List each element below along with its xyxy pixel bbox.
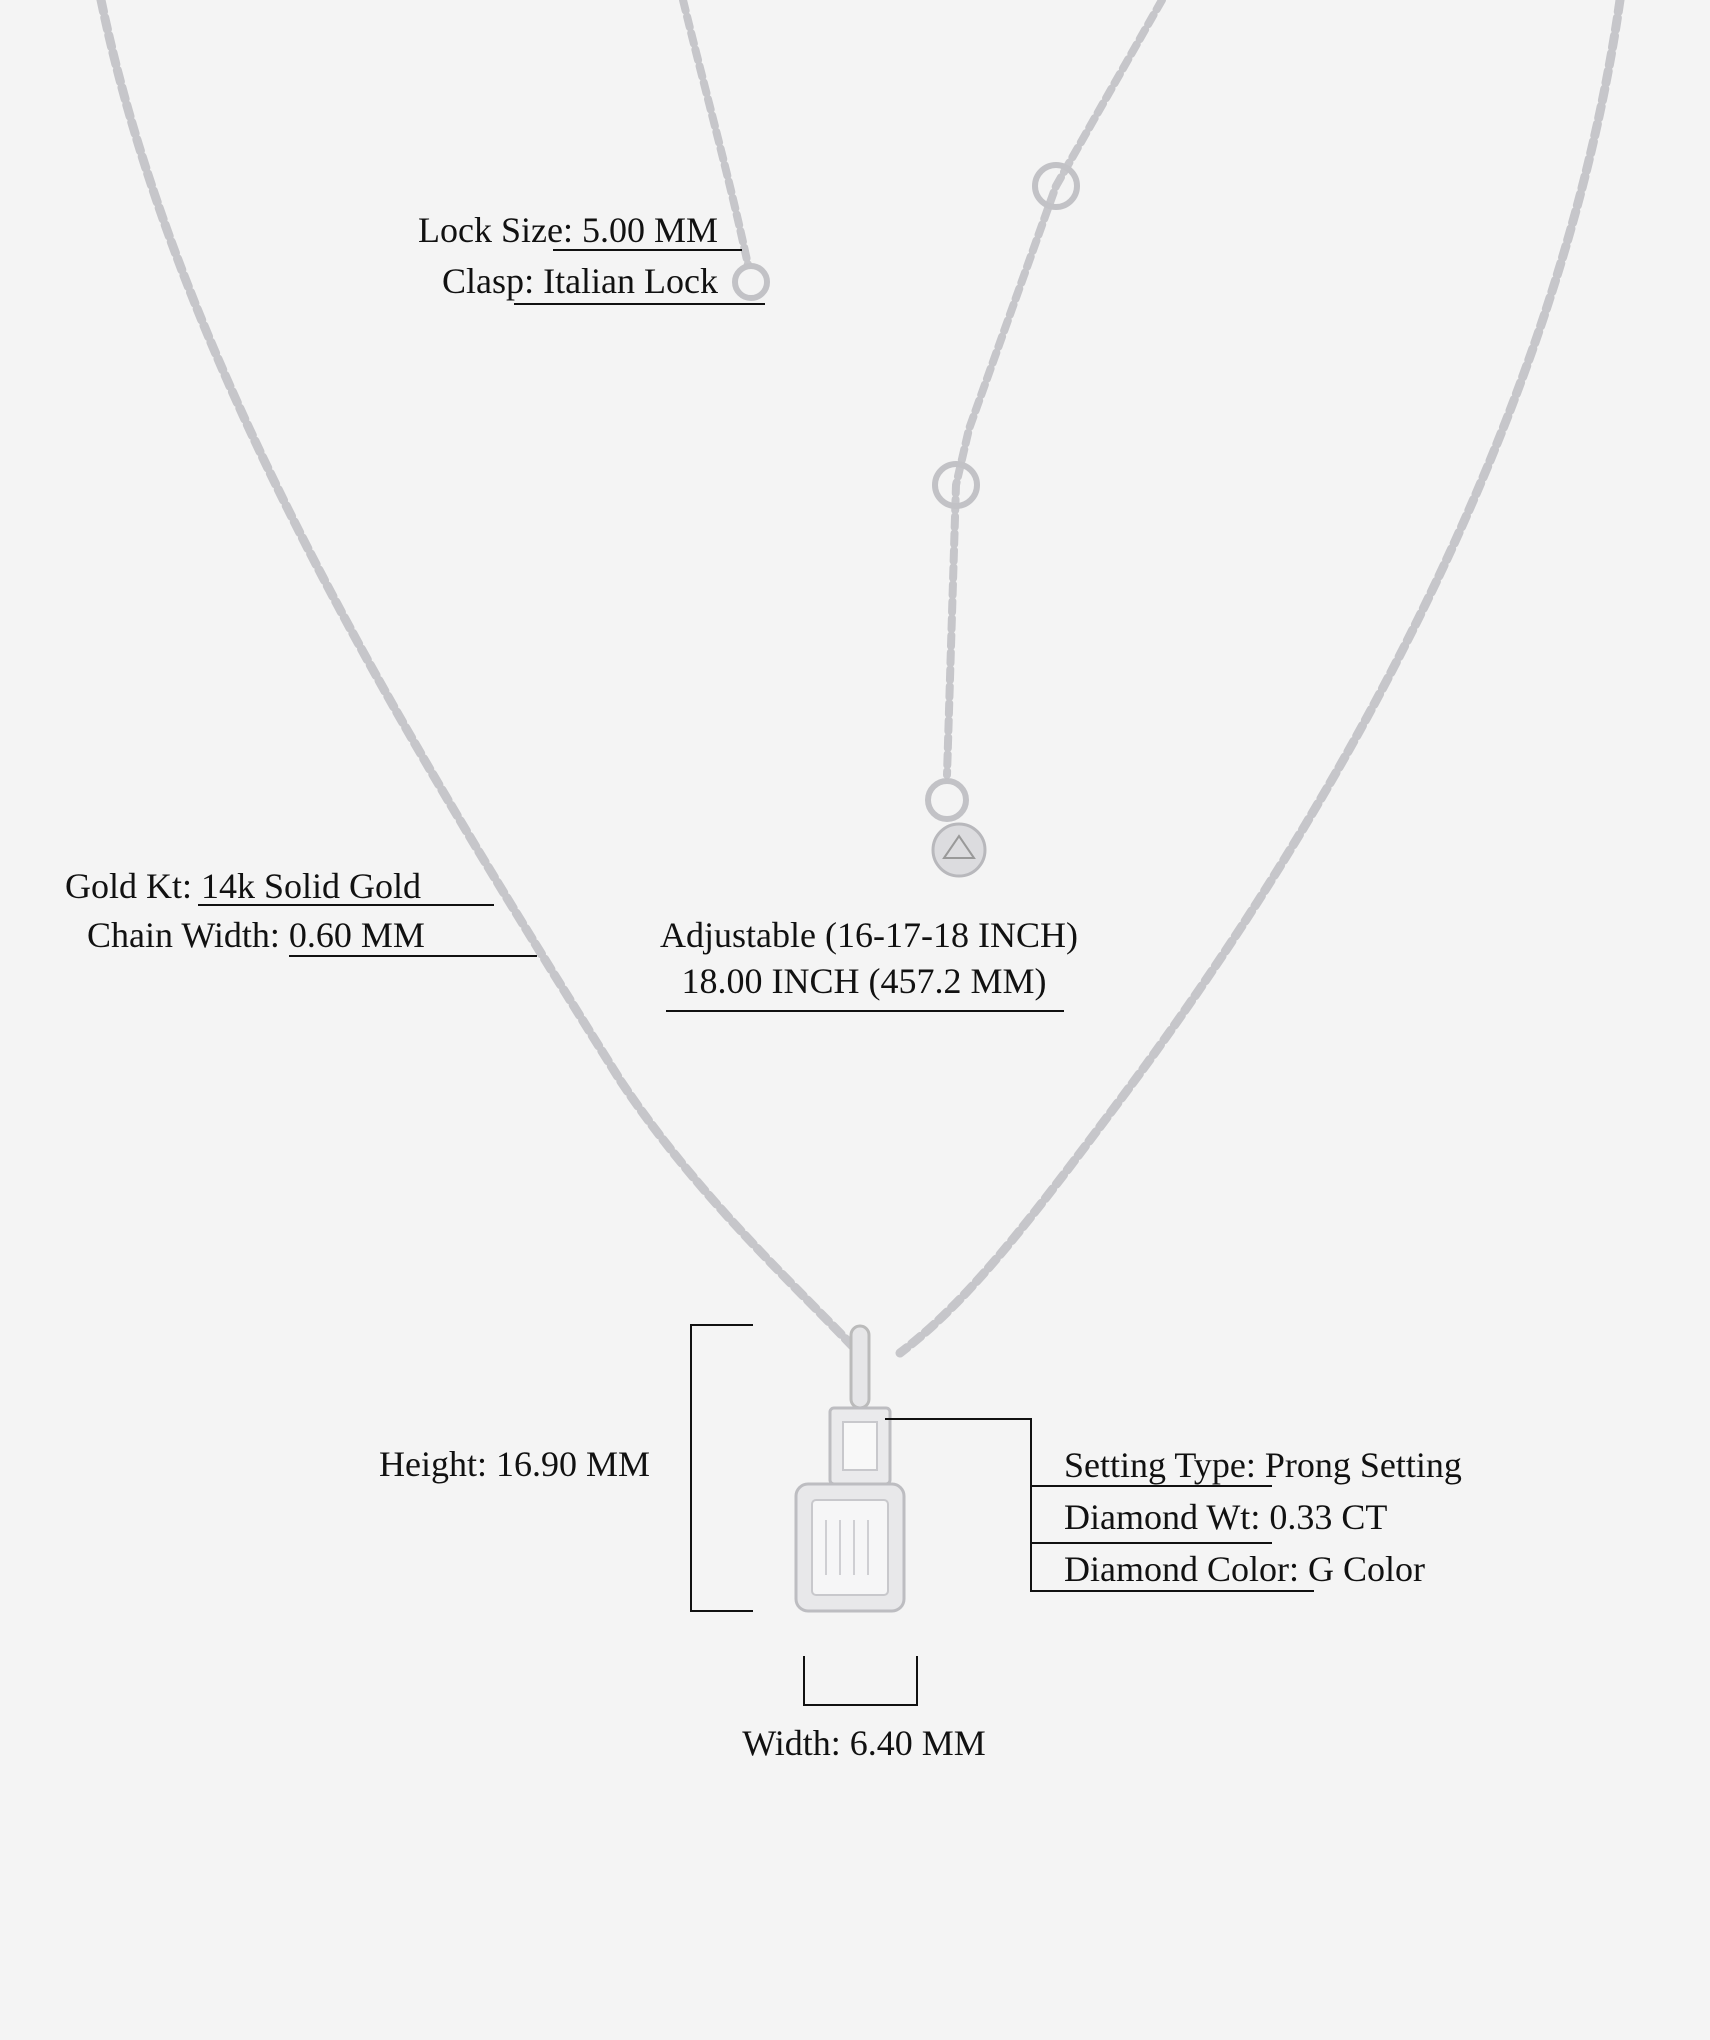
clasp-ring — [732, 263, 770, 301]
diamond-wt-spec: Diamond Wt: 0.33 CT — [1064, 1497, 1388, 1537]
callout-vertical — [1030, 1418, 1032, 1592]
diamond-wt-underline — [1030, 1542, 1272, 1544]
extension-chain — [943, 0, 1166, 779]
adjustable-length-text: Adjustable (16-17-18 INCH) — [660, 915, 1078, 955]
setting-type-underline — [1030, 1485, 1272, 1487]
setting-type-spec: Setting Type: Prong Setting — [1064, 1445, 1462, 1485]
clasp-chain — [679, 0, 752, 269]
logo-tag-disc — [931, 822, 987, 878]
height-bracket — [690, 1324, 692, 1612]
extension-ring-1 — [1032, 162, 1080, 210]
left-chain — [96, 0, 864, 1358]
extension-ring-3 — [925, 778, 969, 822]
width-spec: Width: 6.40 MM — [742, 1723, 986, 1763]
gold-kt-underline — [198, 904, 494, 906]
pendant — [794, 1324, 906, 1613]
width-bracket-right — [916, 1656, 918, 1706]
chain-width-underline — [289, 955, 537, 957]
height-bracket-top — [690, 1324, 753, 1326]
length-text: 18.00 INCH (457.2 MM) — [681, 961, 1047, 1001]
clasp-spec: Clasp: Italian Lock — [442, 261, 718, 301]
clasp-underline — [514, 303, 765, 305]
lock-size-underline — [553, 249, 742, 251]
diamond-color-underline — [1030, 1590, 1314, 1592]
gold-kt-spec: Gold Kt: 14k Solid Gold — [65, 866, 422, 906]
length-underline — [666, 1010, 1064, 1012]
height-spec: Height: 16.90 MM — [379, 1444, 651, 1484]
right-chain — [895, 0, 1625, 1358]
height-bracket-bottom — [690, 1610, 753, 1612]
width-bracket-bottom — [803, 1704, 918, 1706]
diamond-color-spec: Diamond Color: G Color — [1064, 1549, 1425, 1589]
chain-width-spec: Chain Width: 0.60 MM — [87, 915, 425, 955]
callout-leader — [885, 1418, 1031, 1420]
width-bracket-left — [803, 1656, 805, 1706]
extension-ring-2 — [932, 461, 980, 509]
lock-size-spec: Lock Size: 5.00 MM — [418, 210, 718, 250]
